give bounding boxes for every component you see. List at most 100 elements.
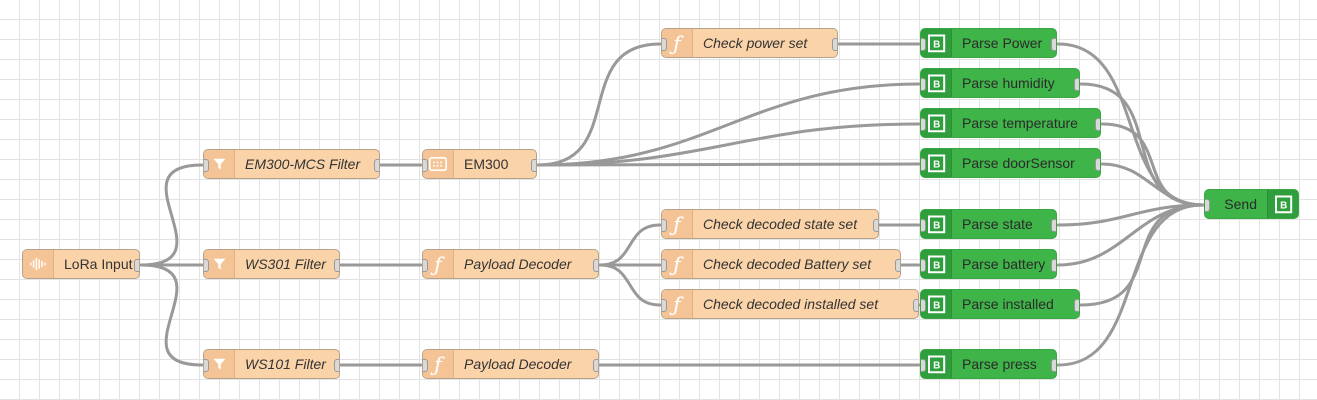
svg-text:B: B: [933, 300, 940, 311]
wire-parse-temperature-to-send[interactable]: [1100, 122, 1205, 207]
node-label: Check decoded installed set: [703, 296, 879, 312]
output-port[interactable]: [531, 159, 536, 172]
output-port[interactable]: [593, 259, 598, 272]
input-port[interactable]: [921, 38, 926, 51]
node-label: Parse temperature: [962, 115, 1078, 131]
input-port[interactable]: [921, 219, 926, 232]
function-icon: ƒ: [662, 290, 693, 318]
input-port[interactable]: [921, 78, 926, 91]
output-port[interactable]: [895, 259, 900, 272]
wire-payload-decoder-1-to-check-state-set[interactable]: [598, 223, 662, 267]
output-port[interactable]: [1095, 158, 1100, 171]
node-payload-decoder-2[interactable]: ƒ Payload Decoder: [422, 349, 599, 379]
svg-text:B: B: [1280, 200, 1287, 211]
input-port[interactable]: [921, 118, 926, 131]
input-port[interactable]: [662, 299, 667, 312]
node-label: Parse humidity: [962, 75, 1055, 91]
wire-em300-to-parse-temperature[interactable]: [536, 122, 921, 167]
node-label: Parse press: [962, 356, 1037, 372]
input-port[interactable]: [423, 359, 428, 372]
wire-lora-input-to-ws101-filter[interactable]: [139, 263, 204, 367]
output-port[interactable]: [593, 359, 598, 372]
input-port[interactable]: [921, 359, 926, 372]
node-label: WS301 Filter: [245, 256, 326, 272]
bridge-b-icon: B: [921, 350, 952, 378]
input-port[interactable]: [662, 259, 667, 272]
input-port[interactable]: [204, 259, 209, 272]
node-label: Check decoded Battery set: [703, 256, 872, 272]
wire-parse-doorsensor-to-send[interactable]: [1100, 162, 1205, 207]
output-port[interactable]: [873, 219, 878, 232]
output-port[interactable]: [1051, 38, 1056, 51]
wire-lora-input-to-em300-mcs-filter[interactable]: [139, 163, 204, 267]
output-port[interactable]: [1051, 219, 1056, 232]
bridge-b-icon: B: [1267, 190, 1298, 218]
input-port[interactable]: [921, 299, 926, 312]
funnel-icon: [204, 150, 235, 178]
input-port[interactable]: [204, 359, 209, 372]
wire-parse-humidity-to-send[interactable]: [1079, 82, 1205, 207]
node-label: Parse doorSensor: [962, 155, 1075, 171]
output-port[interactable]: [334, 359, 339, 372]
node-lora-input[interactable]: LoRa Input: [22, 249, 140, 279]
output-port[interactable]: [1095, 118, 1100, 131]
node-label: Parse battery: [962, 256, 1046, 272]
output-port[interactable]: [1051, 259, 1056, 272]
input-port[interactable]: [921, 259, 926, 272]
output-port[interactable]: [334, 259, 339, 272]
function-icon: ƒ: [423, 350, 454, 378]
function-icon: ƒ: [423, 250, 454, 278]
svg-text:B: B: [933, 260, 940, 271]
node-label: Parse state: [962, 216, 1033, 232]
function-icon: ƒ: [662, 29, 693, 57]
input-port[interactable]: [662, 219, 667, 232]
node-em300[interactable]: EM300: [422, 149, 537, 179]
node-label: Payload Decoder: [464, 356, 572, 372]
bridge-b-icon: B: [921, 109, 952, 137]
wire-parse-installed-to-send[interactable]: [1079, 203, 1205, 307]
output-port[interactable]: [374, 159, 379, 172]
wire-parse-state-to-send[interactable]: [1056, 203, 1205, 227]
input-port[interactable]: [204, 159, 209, 172]
input-port[interactable]: [921, 158, 926, 171]
node-parse-battery[interactable]: B Parse battery: [920, 249, 1057, 279]
bridge-b-icon: B: [921, 29, 952, 57]
output-port[interactable]: [1051, 359, 1056, 372]
output-port[interactable]: [134, 259, 139, 272]
node-check-installed-set[interactable]: ƒ Check decoded installed set: [661, 289, 919, 319]
node-parse-temperature[interactable]: B Parse temperature: [920, 108, 1101, 138]
keypad-grid-icon: [423, 150, 454, 178]
output-port[interactable]: [913, 299, 918, 312]
wire-em300-to-check-power-set[interactable]: [536, 42, 662, 167]
output-port[interactable]: [1074, 299, 1079, 312]
node-ws301-filter[interactable]: WS301 Filter: [203, 249, 340, 279]
node-label: EM300: [464, 156, 509, 172]
wire-em300-to-parse-humidity[interactable]: [536, 82, 921, 167]
input-port[interactable]: [1205, 199, 1210, 212]
output-port[interactable]: [1074, 78, 1079, 91]
input-port[interactable]: [662, 38, 667, 51]
svg-text:B: B: [933, 119, 940, 130]
input-port[interactable]: [423, 159, 428, 172]
node-ws101-filter[interactable]: WS101 Filter: [203, 349, 340, 379]
node-em300-mcs-filter[interactable]: EM300-MCS Filter: [203, 149, 380, 179]
wire-parse-battery-to-send[interactable]: [1056, 203, 1205, 267]
output-port[interactable]: [832, 38, 837, 51]
node-parse-press[interactable]: B Parse press: [920, 349, 1057, 379]
input-port[interactable]: [423, 259, 428, 272]
wire-payload-decoder-1-to-check-installed-set[interactable]: [598, 263, 662, 307]
wire-parse-press-to-send[interactable]: [1056, 203, 1205, 367]
wire-em300-to-parse-doorsensor[interactable]: [536, 162, 921, 167]
